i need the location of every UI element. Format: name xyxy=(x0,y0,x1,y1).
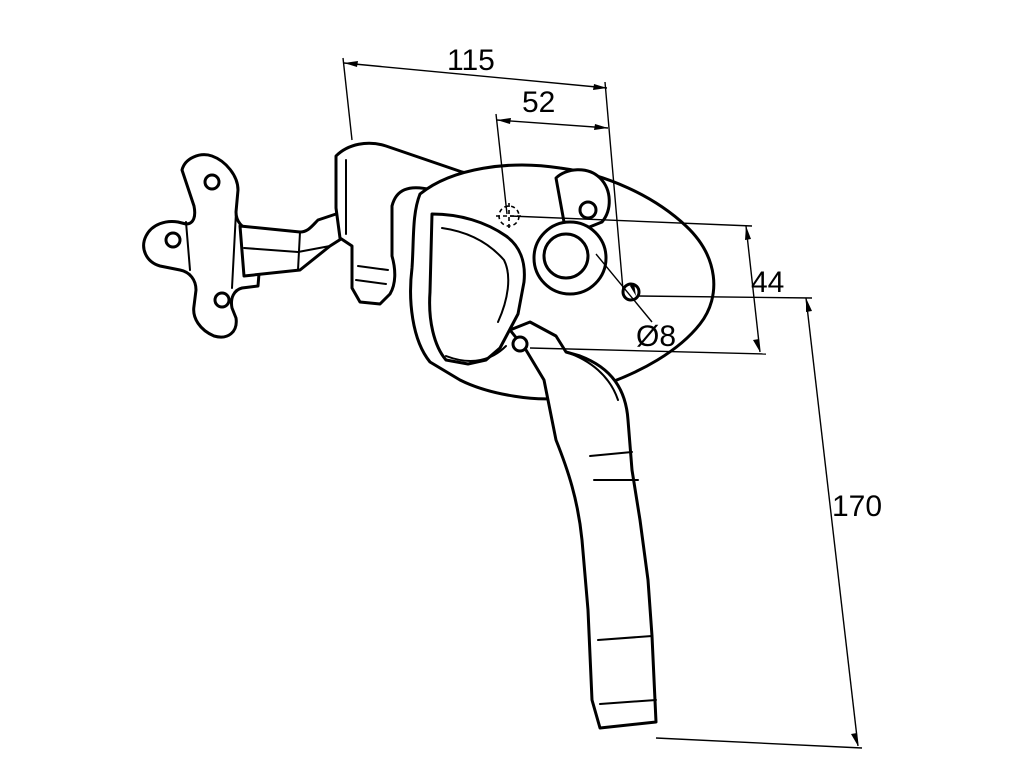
dimension-44: 44 xyxy=(509,215,784,355)
dimension-115: 115 xyxy=(342,44,624,291)
bracket-hole-bottom xyxy=(213,291,231,309)
dimension-52: 52 xyxy=(495,86,609,215)
dim-label-52: 52 xyxy=(522,86,555,119)
dim-label-44: 44 xyxy=(751,266,784,299)
dim-label-170: 170 xyxy=(832,490,882,523)
bracket-hole-top xyxy=(203,173,221,191)
lever-pivot-hole xyxy=(511,335,529,353)
dimension-hole-diameter: Ø8 xyxy=(595,253,676,353)
dimension-170: 170 xyxy=(637,295,882,749)
bracket-hole-left xyxy=(164,231,182,249)
connecting-arm xyxy=(238,208,354,278)
mounting-bracket xyxy=(142,153,264,339)
dim-label-hole-diameter: Ø8 xyxy=(636,320,676,353)
dim-label-115: 115 xyxy=(447,44,495,77)
mounting-hole-8mm xyxy=(621,282,641,302)
pawl-hole xyxy=(578,200,598,220)
pivot-assembly xyxy=(532,168,641,302)
pivot-bushing-inner xyxy=(542,232,590,280)
handle-lever xyxy=(508,320,658,730)
